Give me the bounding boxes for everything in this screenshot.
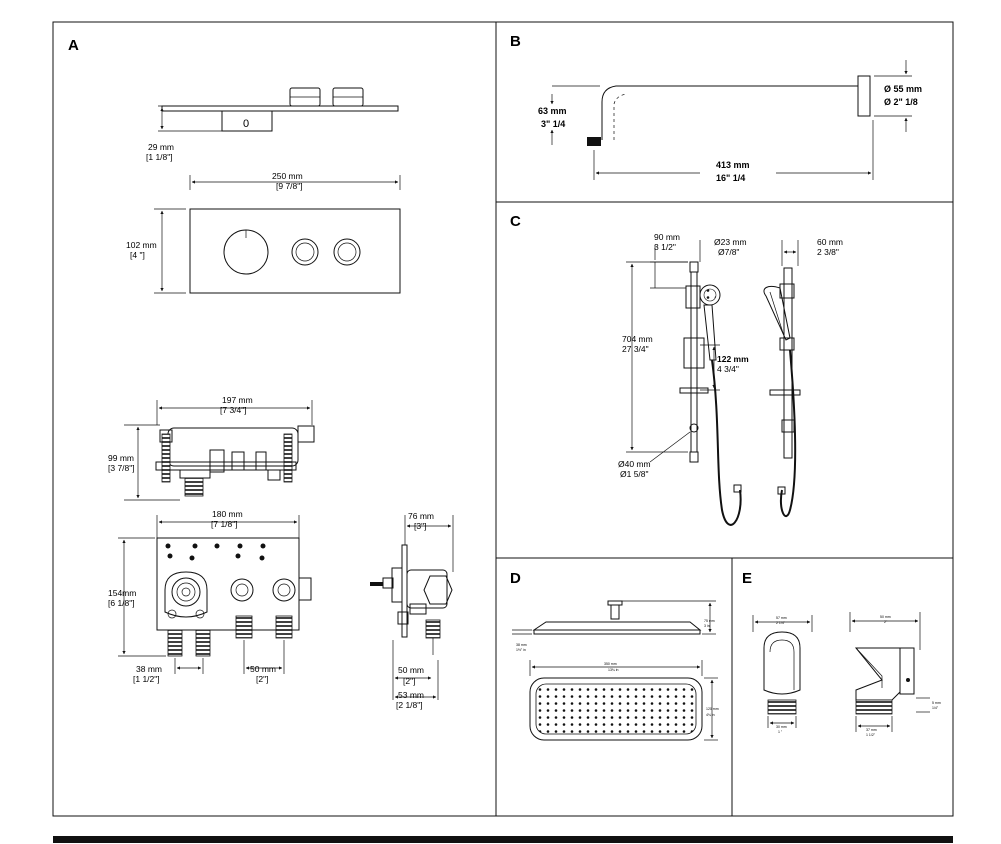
side-depth-mm-c: 60 mm [817, 237, 843, 247]
base-dia-mm: Ø40 mm [618, 459, 651, 469]
offset-in: 3 1/2" [654, 242, 676, 252]
side-depth-in-c: 2 3/8" [817, 247, 839, 257]
e-b-top-in: 2" [884, 620, 888, 624]
side-total-mm: 53 mm [398, 690, 424, 700]
d-left-small-in: 1½" in [516, 648, 526, 652]
trim-height-in: [1 1/8"] [146, 152, 173, 162]
d-depth-in: 4¾ in [706, 713, 715, 717]
panel-label-a: A [68, 37, 79, 54]
panel-grid [52, 21, 954, 817]
d-top-right-in: 3 in [704, 624, 710, 628]
body-width-in: [7 1/8"] [211, 519, 238, 529]
outlet-spacing-mm: 50 mm [250, 664, 276, 674]
body-height-in: [6 1/8"] [108, 598, 135, 608]
length-in: 16" 1/4 [716, 173, 745, 183]
e-b-top: 50 mm [880, 615, 891, 619]
side-outlet-in: [2"] [403, 676, 415, 686]
e-a-bottom: 30 mm [776, 725, 787, 729]
trim-height-mm: 29 mm [148, 142, 174, 152]
trim-button-label: 0 [243, 118, 249, 130]
side-total-in: [2 1/8"] [396, 700, 423, 710]
offset-mm: 90 mm [654, 232, 680, 242]
panel-label-e: E [742, 570, 752, 587]
bar-dia-in: Ø7/8" [718, 247, 739, 257]
e-b-bottom: 37 mm [866, 728, 877, 732]
slide-bar-front [626, 240, 742, 526]
d-left-small: 38 mm [516, 643, 527, 647]
panel-d: 75 mm 3 in 38 mm 1½" in 350 mm 13¾ in 12… [512, 600, 719, 741]
e-b-side: 5 mm [932, 701, 941, 705]
trim-side-view: 0 [158, 87, 399, 132]
panel-e: 57 mm 2 1/4" 30 mm 1 " 50 mm 2" 5 mm 1/4… [752, 612, 941, 737]
wall-elbow-side [849, 612, 930, 732]
trim-front-view [154, 175, 401, 294]
rain-head-top [529, 660, 718, 741]
valve-height-in: [3 7/8"] [108, 463, 135, 473]
valve-front-view [118, 515, 312, 674]
footer-bar [53, 836, 953, 843]
left-spacing-mm: 38 mm [136, 664, 162, 674]
d-width-in: 13¾ in [608, 668, 619, 672]
side-depth-in: [3"] [414, 521, 426, 531]
trim-face-height-in: [4 "] [130, 250, 145, 260]
bar-length-in: 27 3/4" [622, 344, 649, 354]
body-width-mm: 180 mm [212, 509, 243, 519]
base-dia-in: Ø1 5/8" [620, 469, 649, 479]
bar-dia-mm: Ø23 mm [714, 237, 747, 247]
panel-c: 90 mm 3 1/2" Ø23 mm Ø7/8" 704 mm 27 3/4"… [618, 232, 843, 526]
valve-side-view [370, 515, 454, 700]
length-mm: 413 mm [716, 160, 750, 170]
outlet-spacing-in: [2"] [256, 674, 268, 684]
drop-mm: 63 mm [538, 106, 567, 116]
side-depth-mm: 76 mm [408, 511, 434, 521]
diameter-mm: Ø 55 mm [884, 84, 922, 94]
body-height-mm: 154mm [108, 588, 136, 598]
trim-width-mm: 250 mm [272, 171, 303, 181]
drop-in: 3" 1/4 [541, 119, 565, 129]
panel-a: 0 29 mm [1 1/8"] 250 mm [108, 87, 454, 710]
e-a-top: 57 mm [776, 616, 787, 620]
d-depth: 120 mm [706, 707, 719, 711]
rain-head-side [512, 600, 716, 635]
diameter-in: Ø 2" 1/8 [884, 97, 918, 107]
e-a-bottom-in: 1 " [778, 730, 783, 734]
e-b-side-in: 1/4" [932, 706, 939, 710]
valve-width-in: [7 3/4"] [220, 405, 247, 415]
panel-label-b: B [510, 33, 521, 50]
shower-arm-drawing [550, 60, 912, 180]
slide-bar-side [763, 240, 801, 518]
slide-mm: 122 mm [717, 354, 749, 364]
bar-length-mm: 704 mm [622, 334, 653, 344]
valve-width-mm: 197 mm [222, 395, 253, 405]
d-width: 350 mm [604, 662, 617, 666]
trim-width-in: [9 7/8"] [276, 181, 303, 191]
trim-face-height-mm: 102 mm [126, 240, 157, 250]
slide-in: 4 3/4" [717, 364, 739, 374]
d-top-right: 75 mm [704, 619, 715, 623]
valve-top-view [124, 400, 315, 501]
panel-label-d: D [510, 570, 521, 587]
wall-elbow-front [752, 615, 813, 728]
valve-height-mm: 99 mm [108, 453, 134, 463]
panel-b: 63 mm 3" 1/4 Ø 55 mm Ø 2" 1/8 413 mm 16"… [538, 60, 922, 183]
e-b-bottom-in: 1 1/2" [866, 733, 876, 737]
panel-label-c: C [510, 213, 521, 230]
side-outlet-mm: 50 mm [398, 665, 424, 675]
e-a-top-in: 2 1/4" [776, 621, 786, 625]
left-spacing-in: [1 1/2"] [133, 674, 160, 684]
